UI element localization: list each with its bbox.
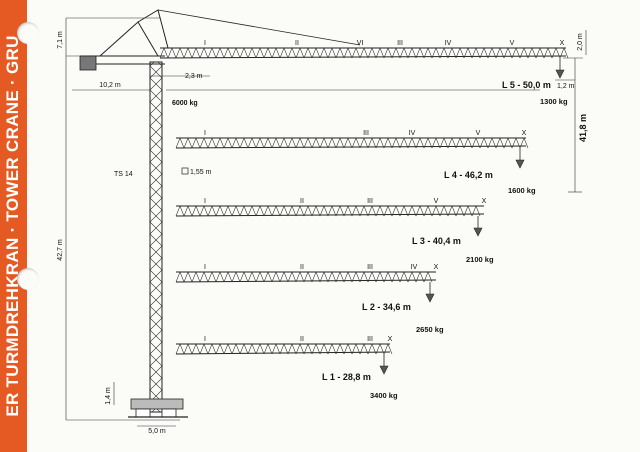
- tower-height-label: 42,7 m: [57, 239, 64, 261]
- section-numeral: III: [367, 264, 373, 271]
- section-numeral: III: [363, 130, 369, 137]
- section-numeral: I: [204, 130, 206, 137]
- config-load-label: 1600 kg: [508, 186, 536, 195]
- dimension-lines: [65, 17, 587, 427]
- jib-chord: [175, 213, 485, 217]
- jib-lattice: [159, 47, 569, 59]
- section-numeral: IV: [409, 130, 416, 137]
- section-numeral: IV: [445, 40, 452, 47]
- tower-mast: [149, 61, 163, 413]
- section-numeral: X: [482, 198, 487, 205]
- counter-load-label: 6000 kg: [172, 100, 198, 107]
- jib-chord: [175, 145, 527, 149]
- config-length-label: L 1 - 28,8 m: [322, 372, 371, 382]
- config-length-label: L 2 - 34,6 m: [362, 302, 411, 312]
- base-height-label: 1,4 m: [105, 387, 112, 405]
- section-numeral: VI: [357, 40, 364, 47]
- section-numeral: X: [522, 130, 527, 137]
- hook-block-icon: [515, 159, 525, 169]
- config-load-label: 3400 kg: [370, 391, 398, 400]
- section-numeral: X: [560, 40, 565, 47]
- section-numeral: II: [300, 264, 304, 271]
- jib-lattice: [175, 137, 529, 149]
- config-length-label: L 4 - 46,2 m: [444, 170, 493, 180]
- mast-section-label: 1,55 m: [190, 169, 212, 176]
- jib-tip-label: 1,2 m: [557, 83, 575, 90]
- section-numeral: X: [434, 264, 439, 271]
- section-numeral: III: [367, 336, 373, 343]
- config-load-label: 1300 kg: [540, 97, 568, 106]
- hook-block-icon: [379, 365, 389, 375]
- section-numeral: III: [397, 40, 403, 47]
- section-numeral: IV: [411, 264, 418, 271]
- section-numeral: II: [300, 198, 304, 205]
- section-numeral: II: [300, 336, 304, 343]
- jib-lattice: [175, 205, 481, 217]
- config-load-label: 2650 kg: [416, 325, 444, 334]
- section-numeral: I: [204, 336, 206, 343]
- hook-block-icon: [555, 69, 565, 79]
- jib-lattice: [175, 271, 433, 283]
- config-load-label: 2100 kg: [466, 255, 494, 264]
- hook-height-label: 41,8 m: [578, 114, 588, 142]
- base-width-label: 5,0 m: [148, 428, 166, 435]
- sidebar-banner: ER TURMDREHKRAN · TOWER CRANE · GRU: [0, 0, 27, 452]
- section-numeral: V: [510, 40, 515, 47]
- section-numeral: V: [434, 198, 439, 205]
- counter-jib-label: 10,2 m: [99, 82, 121, 89]
- jib-height-label: 2,0 m: [577, 33, 584, 51]
- hook-block-icon: [473, 227, 483, 237]
- section-numeral: I: [204, 40, 206, 47]
- config-length-label: L 5 - 50,0 m: [502, 80, 551, 90]
- jib-chord: [175, 351, 391, 355]
- section-numeral: III: [367, 198, 373, 205]
- jib-lattice: [175, 343, 393, 355]
- mast-type-label: TS 14: [114, 171, 133, 178]
- counter-offset-label: 2,3 m: [185, 73, 203, 80]
- hook-block-icon: [425, 293, 435, 303]
- section-numeral: II: [295, 40, 299, 47]
- config-length-label: L 3 - 40,4 m: [412, 236, 461, 246]
- crane-base: [128, 398, 188, 418]
- square-section-icon: [181, 167, 189, 175]
- section-numeral: X: [388, 336, 393, 343]
- section-numeral: I: [204, 198, 206, 205]
- section-numeral: I: [204, 264, 206, 271]
- top-height-label: 7,1 m: [57, 31, 64, 49]
- binder-hole-icon: [17, 268, 39, 290]
- section-numeral: V: [476, 130, 481, 137]
- crane-top: [79, 9, 361, 71]
- binder-hole-icon: [17, 22, 39, 44]
- jib-chord: [159, 55, 567, 59]
